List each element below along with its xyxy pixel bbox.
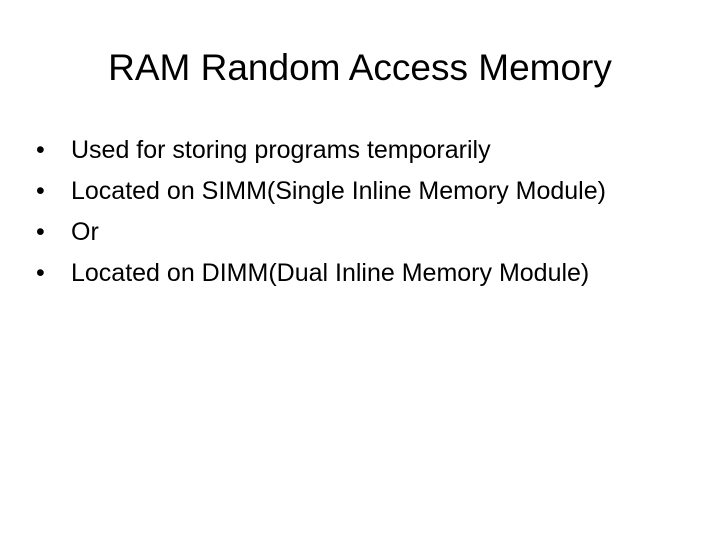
bullet-text: Or	[71, 218, 99, 246]
bullet-dot-icon: •	[36, 259, 45, 287]
bullet-item: • Located on DIMM(Dual Inline Memory Mod…	[36, 256, 656, 291]
bullet-list: • Used for storing programs temporarily …	[36, 133, 656, 297]
bullet-item: • Or	[36, 215, 656, 250]
bullet-dot-icon: •	[36, 136, 45, 164]
slide-title: RAM Random Access Memory	[108, 47, 612, 88]
bullet-item: • Used for storing programs temporarily	[36, 133, 656, 168]
bullet-text: Located on SIMM(Single Inline Memory Mod…	[71, 177, 606, 205]
bullet-item: • Located on SIMM(Single Inline Memory M…	[36, 174, 656, 209]
bullet-text: Used for storing programs temporarily	[71, 136, 491, 164]
bullet-dot-icon: •	[36, 218, 45, 246]
bullet-dot-icon: •	[36, 177, 45, 205]
bullet-text: Located on DIMM(Dual Inline Memory Modul…	[71, 259, 590, 287]
